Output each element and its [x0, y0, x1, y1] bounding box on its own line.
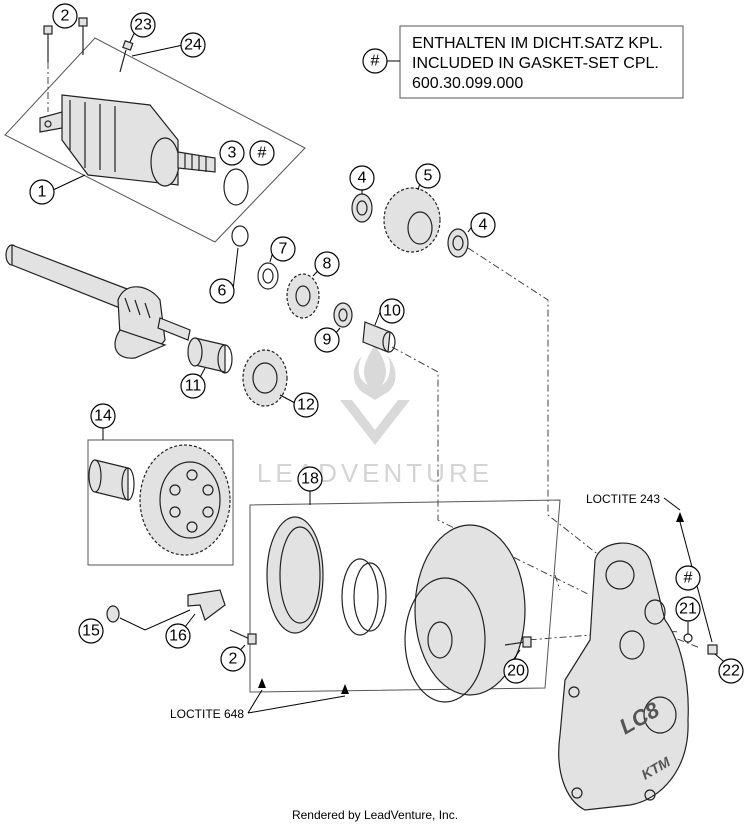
flywheel-group-frame: [249, 499, 561, 693]
bolt-22: [707, 644, 718, 655]
note-line-german: ENTHALTEN IM DICHT.SATZ KPL.: [412, 35, 663, 52]
svg-text:22: 22: [722, 663, 740, 680]
callout-3-hash: #: [249, 140, 275, 166]
torque-limiter-gear: [139, 444, 231, 556]
svg-text:3: 3: [228, 145, 237, 162]
svg-text:15: 15: [82, 623, 100, 640]
needle-bearing-11: [187, 337, 233, 374]
svg-text:8: 8: [323, 256, 332, 273]
leadventure-watermark: LEADVENTURE: [257, 345, 493, 488]
flywheel-bolt: [504, 636, 532, 648]
callout-14: 14: [90, 403, 116, 429]
ignition-cover: LC8 KTM: [558, 542, 689, 811]
lever-16: [187, 589, 226, 621]
callout-12: 12: [293, 392, 319, 418]
starter-motor-group-frame: [4, 37, 306, 243]
plug-15: [106, 605, 120, 623]
note-part-number: 600.30.099.000: [412, 75, 523, 92]
callout-4-left: 4: [349, 165, 375, 191]
svg-text:14: 14: [94, 408, 112, 425]
gear-8: [286, 273, 320, 319]
loctite-648-label: LOCTITE 648: [170, 707, 244, 721]
callout-2-top: 2: [52, 3, 78, 29]
callout-5: 5: [415, 163, 441, 189]
callout-6: 6: [209, 278, 235, 304]
svg-text:6: 6: [218, 283, 227, 300]
loctite-243-label: LOCTITE 243: [586, 492, 660, 506]
svg-text:9: 9: [323, 332, 332, 349]
watermark-text: LEADVENTURE: [257, 458, 493, 488]
svg-text:21: 21: [679, 601, 697, 618]
callout-1: 1: [29, 179, 55, 205]
callout-24: 24: [180, 32, 206, 58]
gasket-set-note: # ENTHALTEN IM DICHT.SATZ KPL. INCLUDED …: [362, 25, 684, 99]
svg-text:12: 12: [297, 397, 315, 414]
svg-text:2: 2: [229, 651, 238, 668]
callout-21: 21: [675, 596, 701, 622]
callout-22: 22: [718, 658, 744, 684]
starter-motor: [39, 94, 216, 187]
freewheel-ring: [266, 516, 324, 634]
callout-16: 16: [165, 623, 191, 649]
plug-21: [683, 633, 693, 643]
note-line-english: INCLUDED IN GASKET-SET CPL.: [412, 55, 659, 72]
rotor-flywheel: [404, 524, 526, 703]
bolt-2-lower: [229, 629, 257, 645]
loctite-drop-icon: [341, 684, 349, 694]
svg-text:10: 10: [383, 303, 401, 320]
ball-bearing-4-right: [447, 228, 469, 258]
svg-text:2: 2: [61, 8, 70, 25]
callout-18: 18: [297, 466, 323, 492]
circlip-6: [231, 225, 249, 247]
svg-text:18: 18: [301, 471, 319, 488]
svg-text:11: 11: [185, 378, 202, 395]
terminal-screw: [119, 40, 134, 73]
callout-23: 23: [130, 12, 156, 38]
o-ring-part: [223, 168, 249, 206]
sprocket-group-frame: [87, 439, 234, 566]
svg-text:24: 24: [184, 37, 202, 54]
bushing-10: [362, 321, 396, 353]
assembly-line-pin: [391, 346, 591, 596]
svg-text:1: 1: [38, 184, 47, 201]
callout-15: 15: [78, 618, 104, 644]
svg-text:23: 23: [134, 17, 152, 34]
callout-3: 3: [219, 140, 245, 166]
callout-9: 9: [314, 327, 340, 353]
note-hash-symbol: #: [371, 53, 380, 70]
callout-11: 11: [180, 373, 206, 399]
starter-gear-5: [383, 187, 441, 253]
flame-icon: [353, 345, 396, 400]
crankshaft: [5, 244, 191, 359]
svg-text:5: 5: [424, 168, 433, 185]
callout-21-hash: #: [675, 565, 701, 591]
svg-text:20: 20: [507, 663, 525, 680]
v-logo-icon: [340, 400, 410, 445]
sprag-clutch: [341, 558, 387, 636]
svg-text:16: 16: [169, 628, 187, 645]
assembly-line-gear: [467, 247, 606, 561]
callout-2-bottom: 2: [220, 646, 246, 672]
loctite-drop-icon: [258, 678, 266, 688]
idler-gear-12: [242, 349, 288, 407]
washer-7: [257, 262, 279, 290]
svg-text:4: 4: [358, 170, 367, 187]
svg-text:7: 7: [279, 241, 288, 258]
callout-7: 7: [270, 236, 296, 262]
needle-bearing-9: [333, 302, 353, 328]
callout-10: 10: [379, 298, 405, 324]
callout-8: 8: [314, 251, 340, 277]
callout-4-right: 4: [470, 212, 496, 238]
svg-text:#: #: [258, 145, 267, 162]
svg-text:4: 4: [479, 217, 488, 234]
loctite-drop-icon: [676, 512, 684, 522]
footer-credit: Rendered by LeadVenture, Inc.: [291, 808, 459, 822]
ball-bearing-4-left: [351, 193, 373, 223]
starter-bolts: [43, 17, 88, 112]
callout-20: 20: [503, 658, 529, 684]
needle-bearing-14: [88, 459, 135, 501]
svg-text:#: #: [684, 570, 693, 587]
